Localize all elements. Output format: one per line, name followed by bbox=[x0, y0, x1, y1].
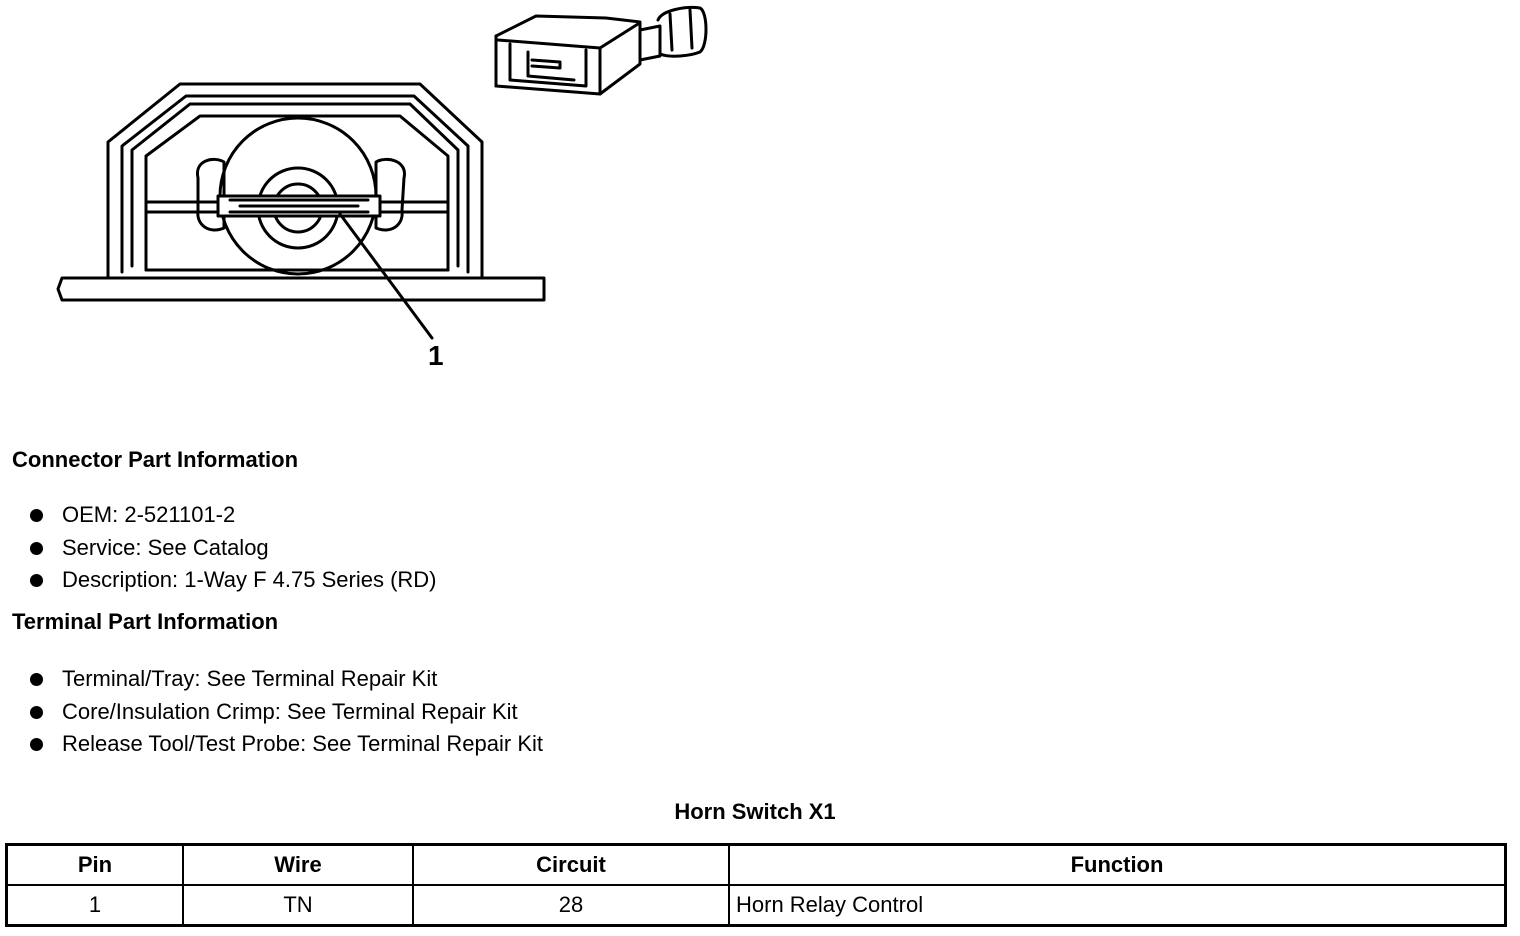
list-item: Release Tool/Test Probe: See Terminal Re… bbox=[26, 729, 543, 762]
bullet-icon bbox=[30, 705, 43, 719]
cell-function: Horn Relay Control bbox=[728, 884, 1507, 927]
bullet-icon bbox=[30, 541, 43, 555]
column-header-function: Function bbox=[728, 843, 1507, 886]
switch-housing-drawing bbox=[56, 82, 546, 340]
bullet-icon bbox=[30, 673, 43, 686]
bullet-icon bbox=[30, 574, 43, 587]
column-header-wire: Wire bbox=[182, 843, 414, 886]
pinout-table: Pin Wire Circuit Function 1 TN 28 Horn R… bbox=[5, 843, 1507, 927]
connector-illustration bbox=[56, 6, 708, 340]
table-title: Horn Switch X1 bbox=[674, 799, 836, 824]
cell-circuit: 28 bbox=[412, 884, 730, 927]
list-item: OEM: 2-521101-2 bbox=[26, 500, 437, 533]
list-item: Service: See Catalog bbox=[26, 533, 437, 566]
cell-pin: 1 bbox=[5, 884, 184, 927]
connector-part-information-heading: Connector Part Information bbox=[12, 447, 299, 472]
column-header-circuit: Circuit bbox=[412, 843, 730, 886]
table-row: 1 TN 28 Horn Relay Control bbox=[5, 884, 1507, 927]
connector-part-information-list: OEM: 2-521101-2 Service: See Catalog Des… bbox=[26, 500, 437, 598]
callout-label: 1 bbox=[428, 340, 444, 371]
bullet-icon bbox=[30, 738, 43, 751]
list-item: Description: 1-Way F 4.75 Series (RD) bbox=[26, 565, 437, 598]
list-item: Core/Insulation Crimp: See Terminal Repa… bbox=[26, 697, 543, 730]
list-item: Terminal/Tray: See Terminal Repair Kit bbox=[26, 664, 543, 697]
bullet-icon bbox=[30, 509, 43, 522]
cell-wire: TN bbox=[182, 884, 414, 927]
column-header-pin: Pin bbox=[5, 843, 184, 886]
terminal-part-information-heading: Terminal Part Information bbox=[12, 609, 279, 634]
terminal-connector-drawing bbox=[494, 6, 708, 96]
terminal-part-information-list: Terminal/Tray: See Terminal Repair Kit C… bbox=[26, 664, 543, 762]
table-header-row: Pin Wire Circuit Function bbox=[5, 843, 1507, 886]
